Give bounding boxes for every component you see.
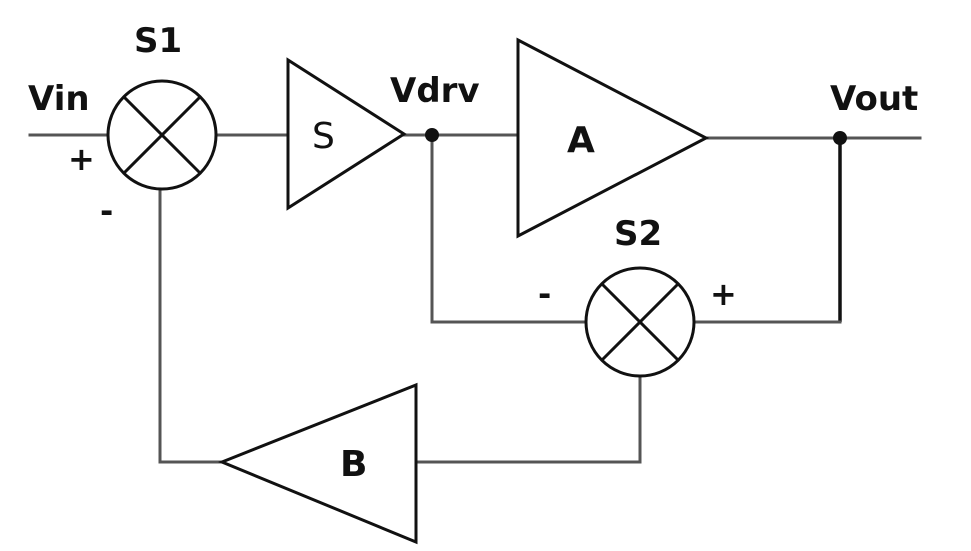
- s2-to-b-wire: [414, 374, 642, 464]
- s1-minus-sign: -: [100, 192, 113, 230]
- s2-plus-sign: +: [710, 275, 737, 313]
- block-s-label: S: [312, 116, 335, 157]
- block-b-triangle: [218, 382, 418, 545]
- s2-label: S2: [614, 214, 662, 254]
- s1-plus-sign: +: [68, 140, 95, 178]
- block-s-triangle: [286, 57, 407, 211]
- block-a-triangle: [516, 37, 710, 239]
- s1-label: S1: [134, 21, 182, 61]
- summer-s1: [106, 79, 218, 191]
- vout-node: [833, 131, 847, 145]
- vdrv-node: [425, 128, 439, 142]
- block-a-label: A: [567, 120, 595, 161]
- summer-s2: [584, 266, 696, 378]
- b-to-s1-wire: [158, 187, 224, 464]
- vout-label: Vout: [830, 79, 918, 119]
- s2-minus-sign: -: [538, 275, 551, 313]
- vin-label: Vin: [28, 79, 90, 119]
- block-b-label: B: [340, 444, 367, 485]
- vdrv-to-s2-wire: [430, 133, 588, 324]
- vdrv-label: Vdrv: [390, 71, 480, 111]
